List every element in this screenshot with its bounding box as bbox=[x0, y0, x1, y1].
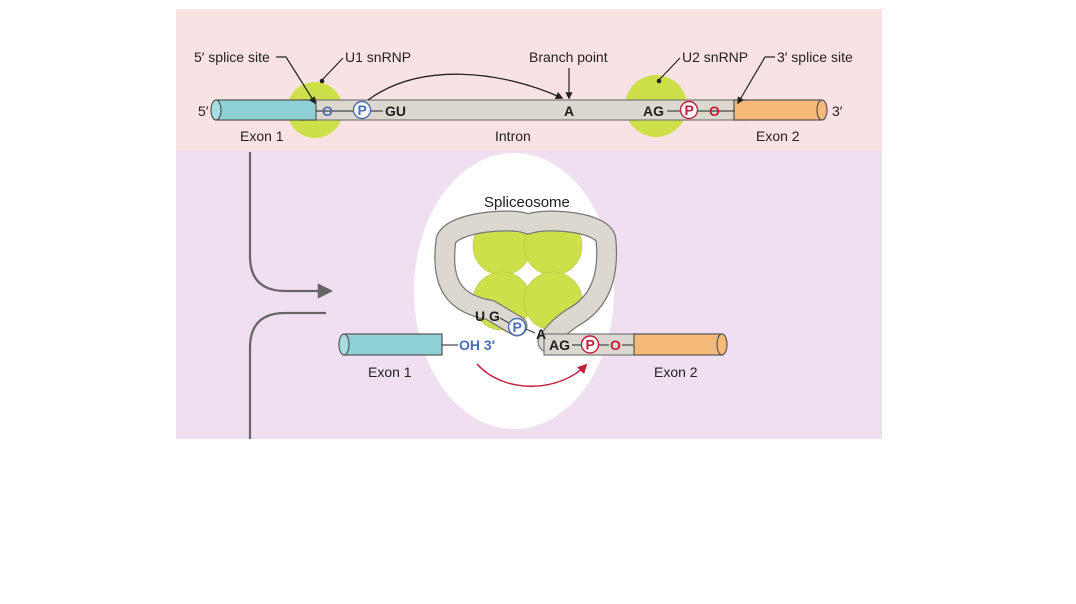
u-seq: U bbox=[475, 308, 485, 324]
branch-point-label: Branch point bbox=[529, 49, 608, 65]
intron-lariat bbox=[434, 210, 618, 353]
phosphate-right-circle bbox=[679, 100, 699, 120]
phosphate-blue-circle bbox=[507, 317, 527, 337]
splice-site-3-label: 3′ splice site bbox=[777, 49, 853, 65]
o-right: O bbox=[709, 103, 720, 119]
spliceosome-label: Spliceosome bbox=[484, 194, 570, 211]
three-prime-end-label: 3′ bbox=[832, 103, 843, 119]
exon1-label-top: Exon 1 bbox=[240, 128, 284, 144]
exon2-label-bottom: Exon 2 bbox=[654, 364, 698, 380]
oh-3-label: OH 3′ bbox=[459, 337, 496, 353]
phosphate-red-circle bbox=[580, 335, 600, 354]
intron-label: Intron bbox=[495, 128, 531, 144]
flow-line-lower bbox=[248, 311, 326, 439]
top-pre-mrna: O P GU A AG P O 5′ 3′ Exon 1 Intron Exon… bbox=[194, 49, 853, 144]
u2-leader bbox=[658, 57, 681, 81]
u1-leader bbox=[321, 57, 344, 81]
a-seq: A bbox=[536, 326, 546, 342]
gu-seq: GU bbox=[385, 103, 406, 119]
p-red: P bbox=[586, 337, 595, 353]
u1-snrnp-label: U1 snRNP bbox=[345, 49, 411, 65]
exon1-label-bottom: Exon 1 bbox=[368, 364, 412, 380]
exon2-cylinder bbox=[733, 99, 828, 121]
phosphate-left-circle bbox=[352, 100, 372, 120]
p-blue: P bbox=[513, 319, 522, 335]
u2-snrnp-label: U2 snRNP bbox=[682, 49, 748, 65]
bottom-exon1-cylinder bbox=[338, 333, 443, 356]
red-transfer-arrow bbox=[476, 363, 588, 387]
splice-site-3-leader bbox=[737, 56, 775, 105]
p-right: P bbox=[685, 102, 694, 118]
gu-to-branch-arrow bbox=[367, 73, 564, 101]
ag-seq: AG bbox=[643, 103, 664, 119]
exon1-cylinder bbox=[210, 99, 317, 121]
g-seq: G bbox=[489, 308, 500, 324]
bottom-exon2-cylinder bbox=[633, 333, 728, 356]
five-prime-end-label: 5′ bbox=[198, 103, 209, 119]
exon2-label-top: Exon 2 bbox=[756, 128, 800, 144]
ag-seq-bottom: AG bbox=[549, 337, 570, 353]
splice-site-5-leader bbox=[276, 56, 316, 105]
flow-line-upper bbox=[248, 152, 334, 299]
p-left: P bbox=[358, 102, 367, 118]
branch-a: A bbox=[564, 103, 574, 119]
o-left: O bbox=[322, 103, 333, 119]
o-red: O bbox=[610, 337, 621, 353]
splice-site-5-label: 5′ splice site bbox=[194, 49, 270, 65]
